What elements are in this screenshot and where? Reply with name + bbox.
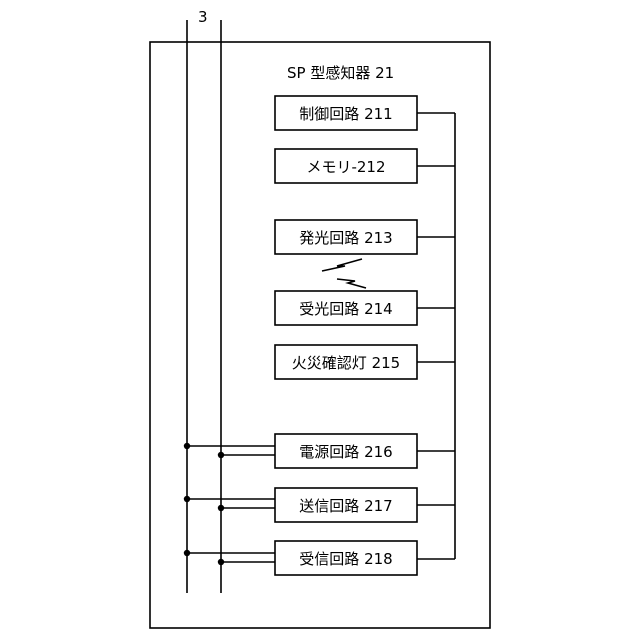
block-power-circuit-label: 電源回路 216 bbox=[299, 443, 392, 461]
block-light-emitting-label: 発光回路 213 bbox=[299, 229, 392, 247]
block-memory-label: メモリ-212 bbox=[306, 158, 385, 176]
block-fire-confirmation-label: 火災確認灯 215 bbox=[292, 354, 400, 372]
block-transmit-circuit-label: 送信回路 217 bbox=[299, 497, 392, 515]
block-control-circuit-label: 制御回路 211 bbox=[299, 105, 392, 123]
junction-dot bbox=[184, 550, 190, 556]
bus-label: 3 bbox=[198, 8, 208, 26]
junction-dot bbox=[218, 505, 224, 511]
junction-dot bbox=[218, 559, 224, 565]
block-receive-circuit-label: 受信回路 218 bbox=[299, 550, 392, 568]
junction-dot bbox=[218, 452, 224, 458]
junction-dot bbox=[184, 496, 190, 502]
block-light-receiving-label: 受光回路 214 bbox=[299, 300, 392, 318]
detector-title: SP 型感知器 21 bbox=[287, 64, 394, 82]
junction-dot bbox=[184, 443, 190, 449]
